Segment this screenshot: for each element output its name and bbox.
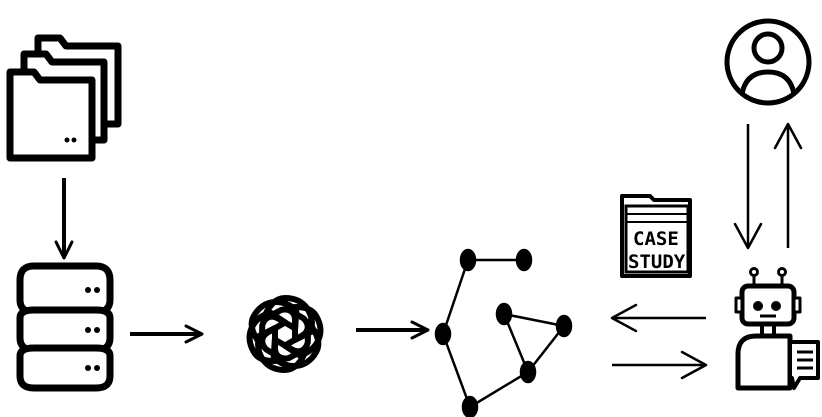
case-study-icon: CASE STUDY (620, 194, 692, 278)
chatbot-icon (734, 267, 820, 391)
graph-network-icon (434, 248, 573, 417)
case-study-line1: CASE (633, 228, 679, 250)
openai-logo-icon (233, 282, 337, 386)
database-icon (16, 262, 114, 392)
user-avatar-icon (724, 18, 812, 106)
folders-icon (6, 34, 122, 162)
case-study-line2: STUDY (628, 251, 686, 273)
